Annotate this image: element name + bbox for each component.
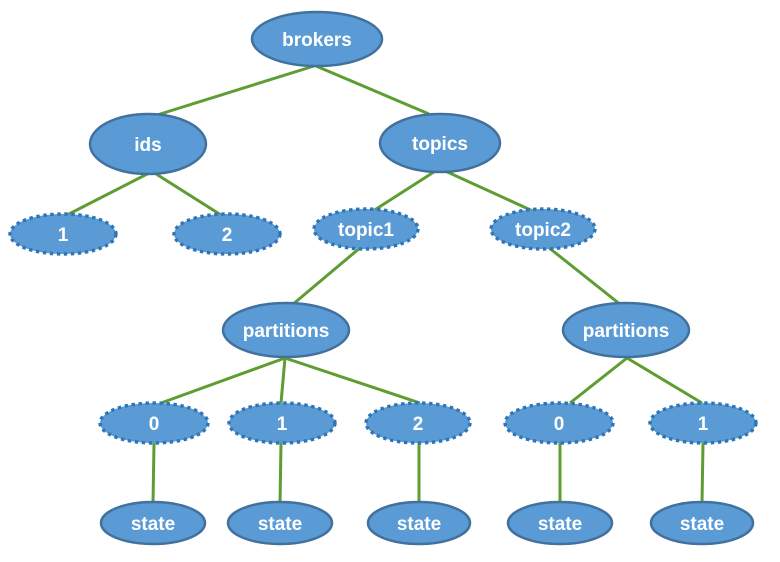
p1-0-state-label: state [131, 514, 175, 535]
node-id-1: 1 [8, 212, 118, 256]
brokers-label: brokers [282, 30, 352, 51]
p2-1-state-ellipse [649, 500, 755, 546]
p2-0-state-ellipse [506, 500, 614, 546]
p2-0-state-label: state [538, 514, 582, 535]
p2-1-label: 1 [698, 414, 709, 435]
edge-partitionsL-2 [284, 356, 421, 405]
ids-label: ids [134, 135, 161, 156]
p2-0-ellipse [503, 401, 615, 445]
edge-topics-topic2 [442, 168, 536, 214]
edge-partitionsL-1 [279, 357, 287, 404]
id-1-ellipse [8, 212, 118, 256]
edge-p2-1-state [700, 442, 705, 505]
node-p2-0-state: state [506, 500, 614, 546]
id-1-label: 1 [58, 225, 69, 246]
edge-partitionsL-0 [160, 356, 286, 405]
p1-1-state-label: state [258, 514, 302, 535]
p2-1-ellipse [648, 401, 758, 445]
partitions-left-ellipse [221, 301, 351, 359]
node-p1-0: 0 [98, 401, 210, 445]
edge-topic2-partitions [547, 245, 622, 307]
node-topic1: topic1 [312, 207, 420, 251]
node-p1-1: 1 [227, 401, 337, 445]
id-2-label: 2 [222, 225, 233, 246]
edge-partitionsR-0 [569, 356, 628, 405]
node-topics: topics [378, 112, 502, 174]
id-2-ellipse [172, 212, 282, 256]
topics-label: topics [412, 134, 468, 155]
p1-1-label: 1 [277, 414, 288, 435]
node-topic2: topic2 [489, 207, 597, 251]
node-layer: brokers ids 1 2 topics topic1 topic2 [8, 10, 758, 546]
edge-brokers-topics [315, 64, 430, 116]
edge-p1-0-state [151, 442, 156, 505]
p1-1-ellipse [227, 401, 337, 445]
p1-0-label: 0 [149, 414, 160, 435]
node-p2-1: 1 [648, 401, 758, 445]
edge-ids-1 [66, 170, 152, 217]
edge-ids-2 [152, 170, 222, 217]
topic1-label: topic1 [338, 220, 394, 241]
p1-0-ellipse [98, 401, 210, 445]
node-partitions-right: partitions [561, 301, 691, 359]
p2-1-state-label: state [680, 514, 724, 535]
ids-ellipse [88, 112, 208, 176]
p1-2-state-ellipse [366, 500, 472, 546]
p2-0-label: 0 [554, 414, 565, 435]
node-id-2: 2 [172, 212, 282, 256]
topic2-label: topic2 [515, 220, 571, 241]
node-p1-2-state: state [366, 500, 472, 546]
p1-2-ellipse [364, 401, 472, 445]
node-p1-1-state: state [226, 500, 334, 546]
p1-2-state-label: state [397, 514, 441, 535]
topic2-ellipse [489, 207, 597, 251]
edge-layer [66, 64, 705, 505]
node-brokers: brokers [250, 10, 384, 68]
edge-topics-topic1 [372, 168, 438, 213]
p1-0-state-ellipse [99, 500, 207, 546]
topics-ellipse [378, 112, 502, 174]
p1-1-state-ellipse [226, 500, 334, 546]
partitions-left-label: partitions [243, 321, 330, 342]
partitions-right-label: partitions [583, 321, 670, 342]
node-p1-2: 2 [364, 401, 472, 445]
brokers-ellipse [250, 10, 384, 68]
node-partitions-left: partitions [221, 301, 351, 359]
p1-2-label: 2 [413, 414, 424, 435]
node-p1-0-state: state [99, 500, 207, 546]
edge-topic1-partitions [291, 245, 362, 307]
edge-partitionsR-1 [626, 356, 703, 405]
partitions-right-ellipse [561, 301, 691, 359]
edge-brokers-ids [156, 64, 315, 117]
node-p2-1-state: state [649, 500, 755, 546]
node-ids: ids [88, 112, 208, 176]
topic1-ellipse [312, 207, 420, 251]
node-p2-0: 0 [503, 401, 615, 445]
edge-p1-1-state [278, 442, 283, 505]
